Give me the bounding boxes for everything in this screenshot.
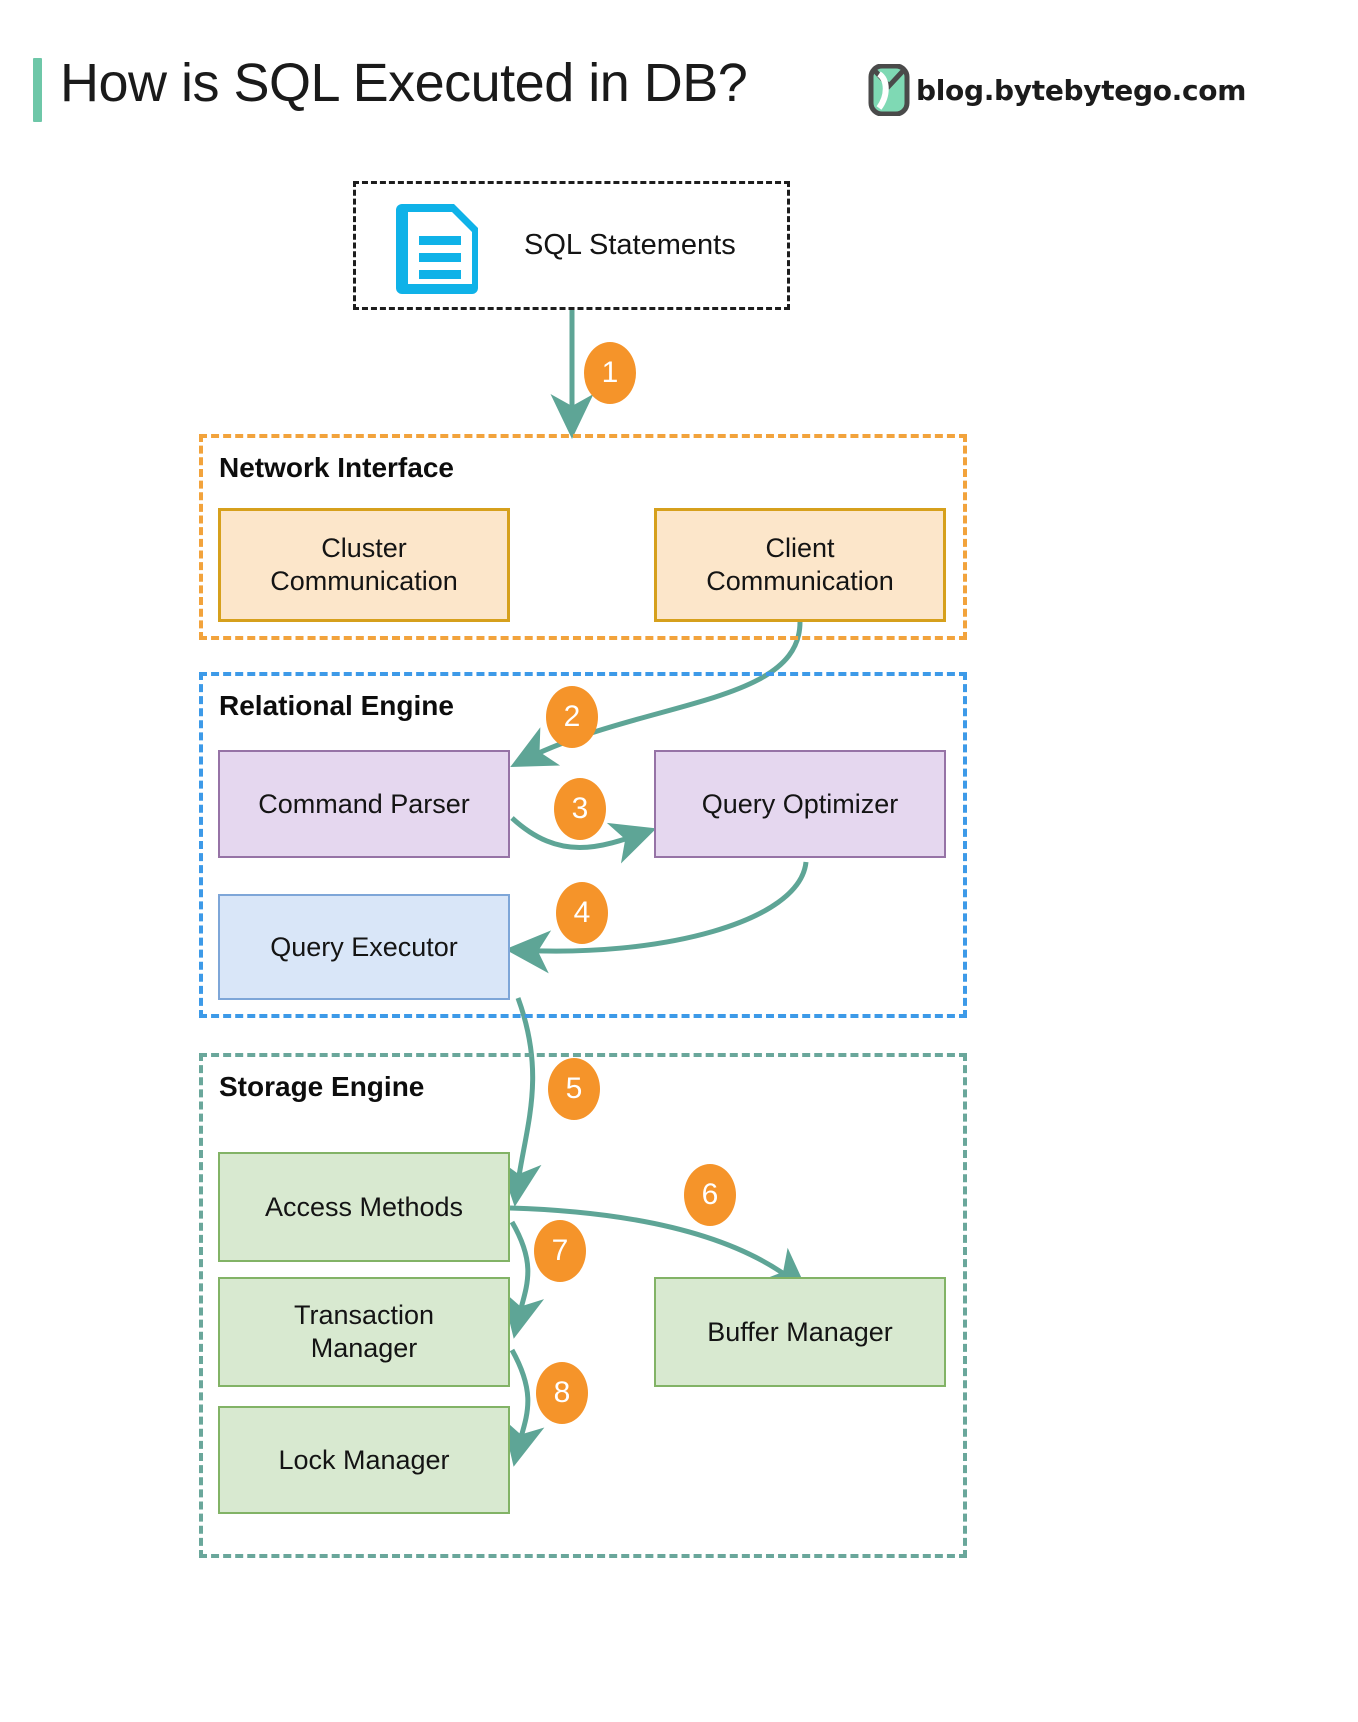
step-badge-5: 5 [548,1058,600,1120]
sql-statements-label: SQL Statements [524,229,736,261]
node-buffer-manager-label: Buffer Manager [707,1316,893,1347]
title-accent-bar [33,58,42,122]
document-icon [396,203,478,294]
node-command-parser-label: Command Parser [258,788,470,819]
group-label-relational-engine: Relational Engine [219,690,454,721]
node-command-parser[interactable]: Command Parser [218,750,510,858]
group-label-storage-engine: Storage Engine [219,1071,425,1102]
step-badge-6: 6 [684,1164,736,1226]
node-access-methods[interactable]: Access Methods [218,1152,510,1262]
brand-text: blog.bytebytego.com [916,73,1247,107]
step-badge-2: 2 [546,686,598,748]
arrow-6 [509,1205,809,1294]
arrow-4 [505,861,809,974]
group-network-interface [199,434,967,640]
node-query-executor-label: Query Executor [270,931,458,962]
step-badge-4: 4 [556,882,608,944]
group-storage-engine [199,1053,967,1558]
arrow-3 [510,816,657,864]
step-badge-8: 8 [536,1362,588,1424]
arrow-8 [502,1348,545,1467]
node-lock-manager-label: Lock Manager [278,1444,450,1475]
group-label-network-interface: Network Interface [219,452,454,483]
node-query-optimizer-label: Query Optimizer [701,788,899,819]
brand: blog.bytebytego.com [868,64,1246,116]
bytebytego-logo-icon [868,64,910,116]
arrow-5 [498,997,542,1207]
node-lock-manager[interactable]: Lock Manager [218,1406,510,1514]
page-title: How is SQL Executed in DB? [60,53,748,113]
arrow-7 [501,1220,545,1339]
page-header: How is SQL Executed in DB? blog.bytebyte… [0,24,1358,122]
node-access-methods-label: Access Methods [264,1191,464,1222]
step-badge-7: 7 [534,1220,586,1282]
node-buffer-manager[interactable]: Buffer Manager [654,1277,946,1387]
sql-statements-box[interactable]: SQL Statements [353,181,790,310]
step-badge-3: 3 [554,778,606,840]
group-relational-engine [199,672,967,1018]
step-badge-1: 1 [584,342,636,404]
node-query-executor[interactable]: Query Executor [218,894,510,1000]
node-query-optimizer[interactable]: Query Optimizer [654,750,946,858]
